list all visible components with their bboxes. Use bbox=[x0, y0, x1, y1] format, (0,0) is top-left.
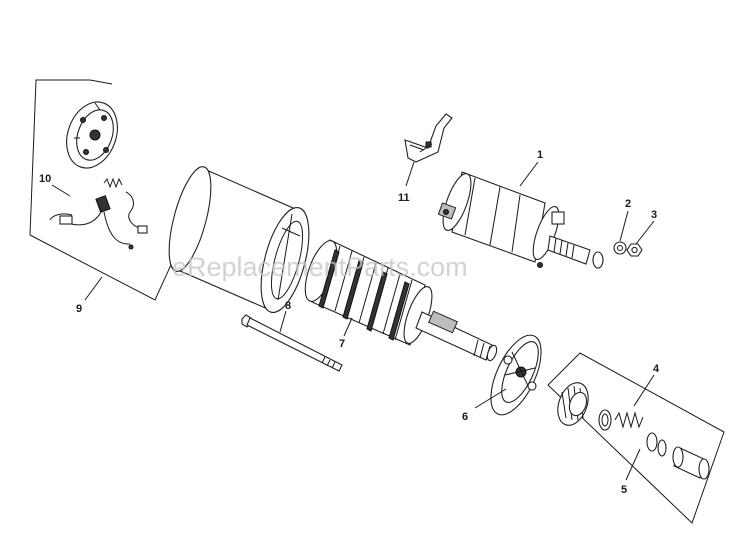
callout-5: 5 bbox=[621, 484, 627, 496]
callout-2: 2 bbox=[625, 198, 631, 210]
brush-spring-part bbox=[103, 177, 123, 189]
callout-8: 8 bbox=[285, 300, 291, 312]
lock-washer-part bbox=[613, 241, 627, 255]
anti-drift-spring-part bbox=[614, 411, 644, 429]
leader-4 bbox=[633, 374, 655, 407]
brush-leads-part bbox=[49, 191, 148, 250]
leader-9 bbox=[84, 276, 103, 301]
leader-lines bbox=[51, 161, 655, 481]
drive-kit-box bbox=[547, 352, 725, 524]
end-cap-part bbox=[66, 101, 118, 169]
through-bolt-part bbox=[241, 314, 343, 372]
leader-1 bbox=[519, 161, 539, 187]
callout-1: 1 bbox=[537, 149, 543, 161]
callout-4: 4 bbox=[653, 363, 660, 375]
callout-labels: 1 2 3 4 5 6 7 8 9 10 11 bbox=[39, 149, 660, 496]
armature-part bbox=[304, 239, 498, 362]
drive-kit-group bbox=[547, 352, 725, 524]
kit-bracket-top bbox=[29, 79, 113, 236]
pinion-gear-part bbox=[557, 382, 589, 426]
callout-9: 9 bbox=[76, 303, 82, 315]
drive-washer-part bbox=[646, 432, 667, 457]
leader-7 bbox=[343, 317, 353, 337]
dust-cover-part bbox=[672, 446, 710, 480]
leader-11 bbox=[405, 161, 415, 187]
nut-part bbox=[626, 243, 643, 257]
kit-bracket-bottom bbox=[29, 234, 181, 301]
bracket-part bbox=[404, 113, 453, 163]
callout-10: 10 bbox=[39, 173, 51, 185]
callout-3: 3 bbox=[651, 209, 657, 221]
field-frame-part bbox=[168, 166, 310, 313]
watermark-text: eReplacementParts.com bbox=[172, 252, 468, 282]
stop-collar-part bbox=[598, 409, 612, 431]
end-cap-brush-kit-group bbox=[29, 79, 181, 301]
leader-10 bbox=[51, 184, 71, 197]
leader-2 bbox=[619, 210, 629, 242]
drive-end-cap-part bbox=[490, 334, 542, 416]
callout-7: 7 bbox=[339, 338, 345, 350]
callout-6: 6 bbox=[462, 411, 468, 423]
leader-5 bbox=[625, 448, 641, 481]
leader-8 bbox=[279, 310, 287, 333]
leader-6 bbox=[474, 388, 507, 409]
starter-motor-part bbox=[437, 171, 604, 269]
leader-3 bbox=[635, 220, 655, 245]
callout-11: 11 bbox=[398, 192, 410, 204]
